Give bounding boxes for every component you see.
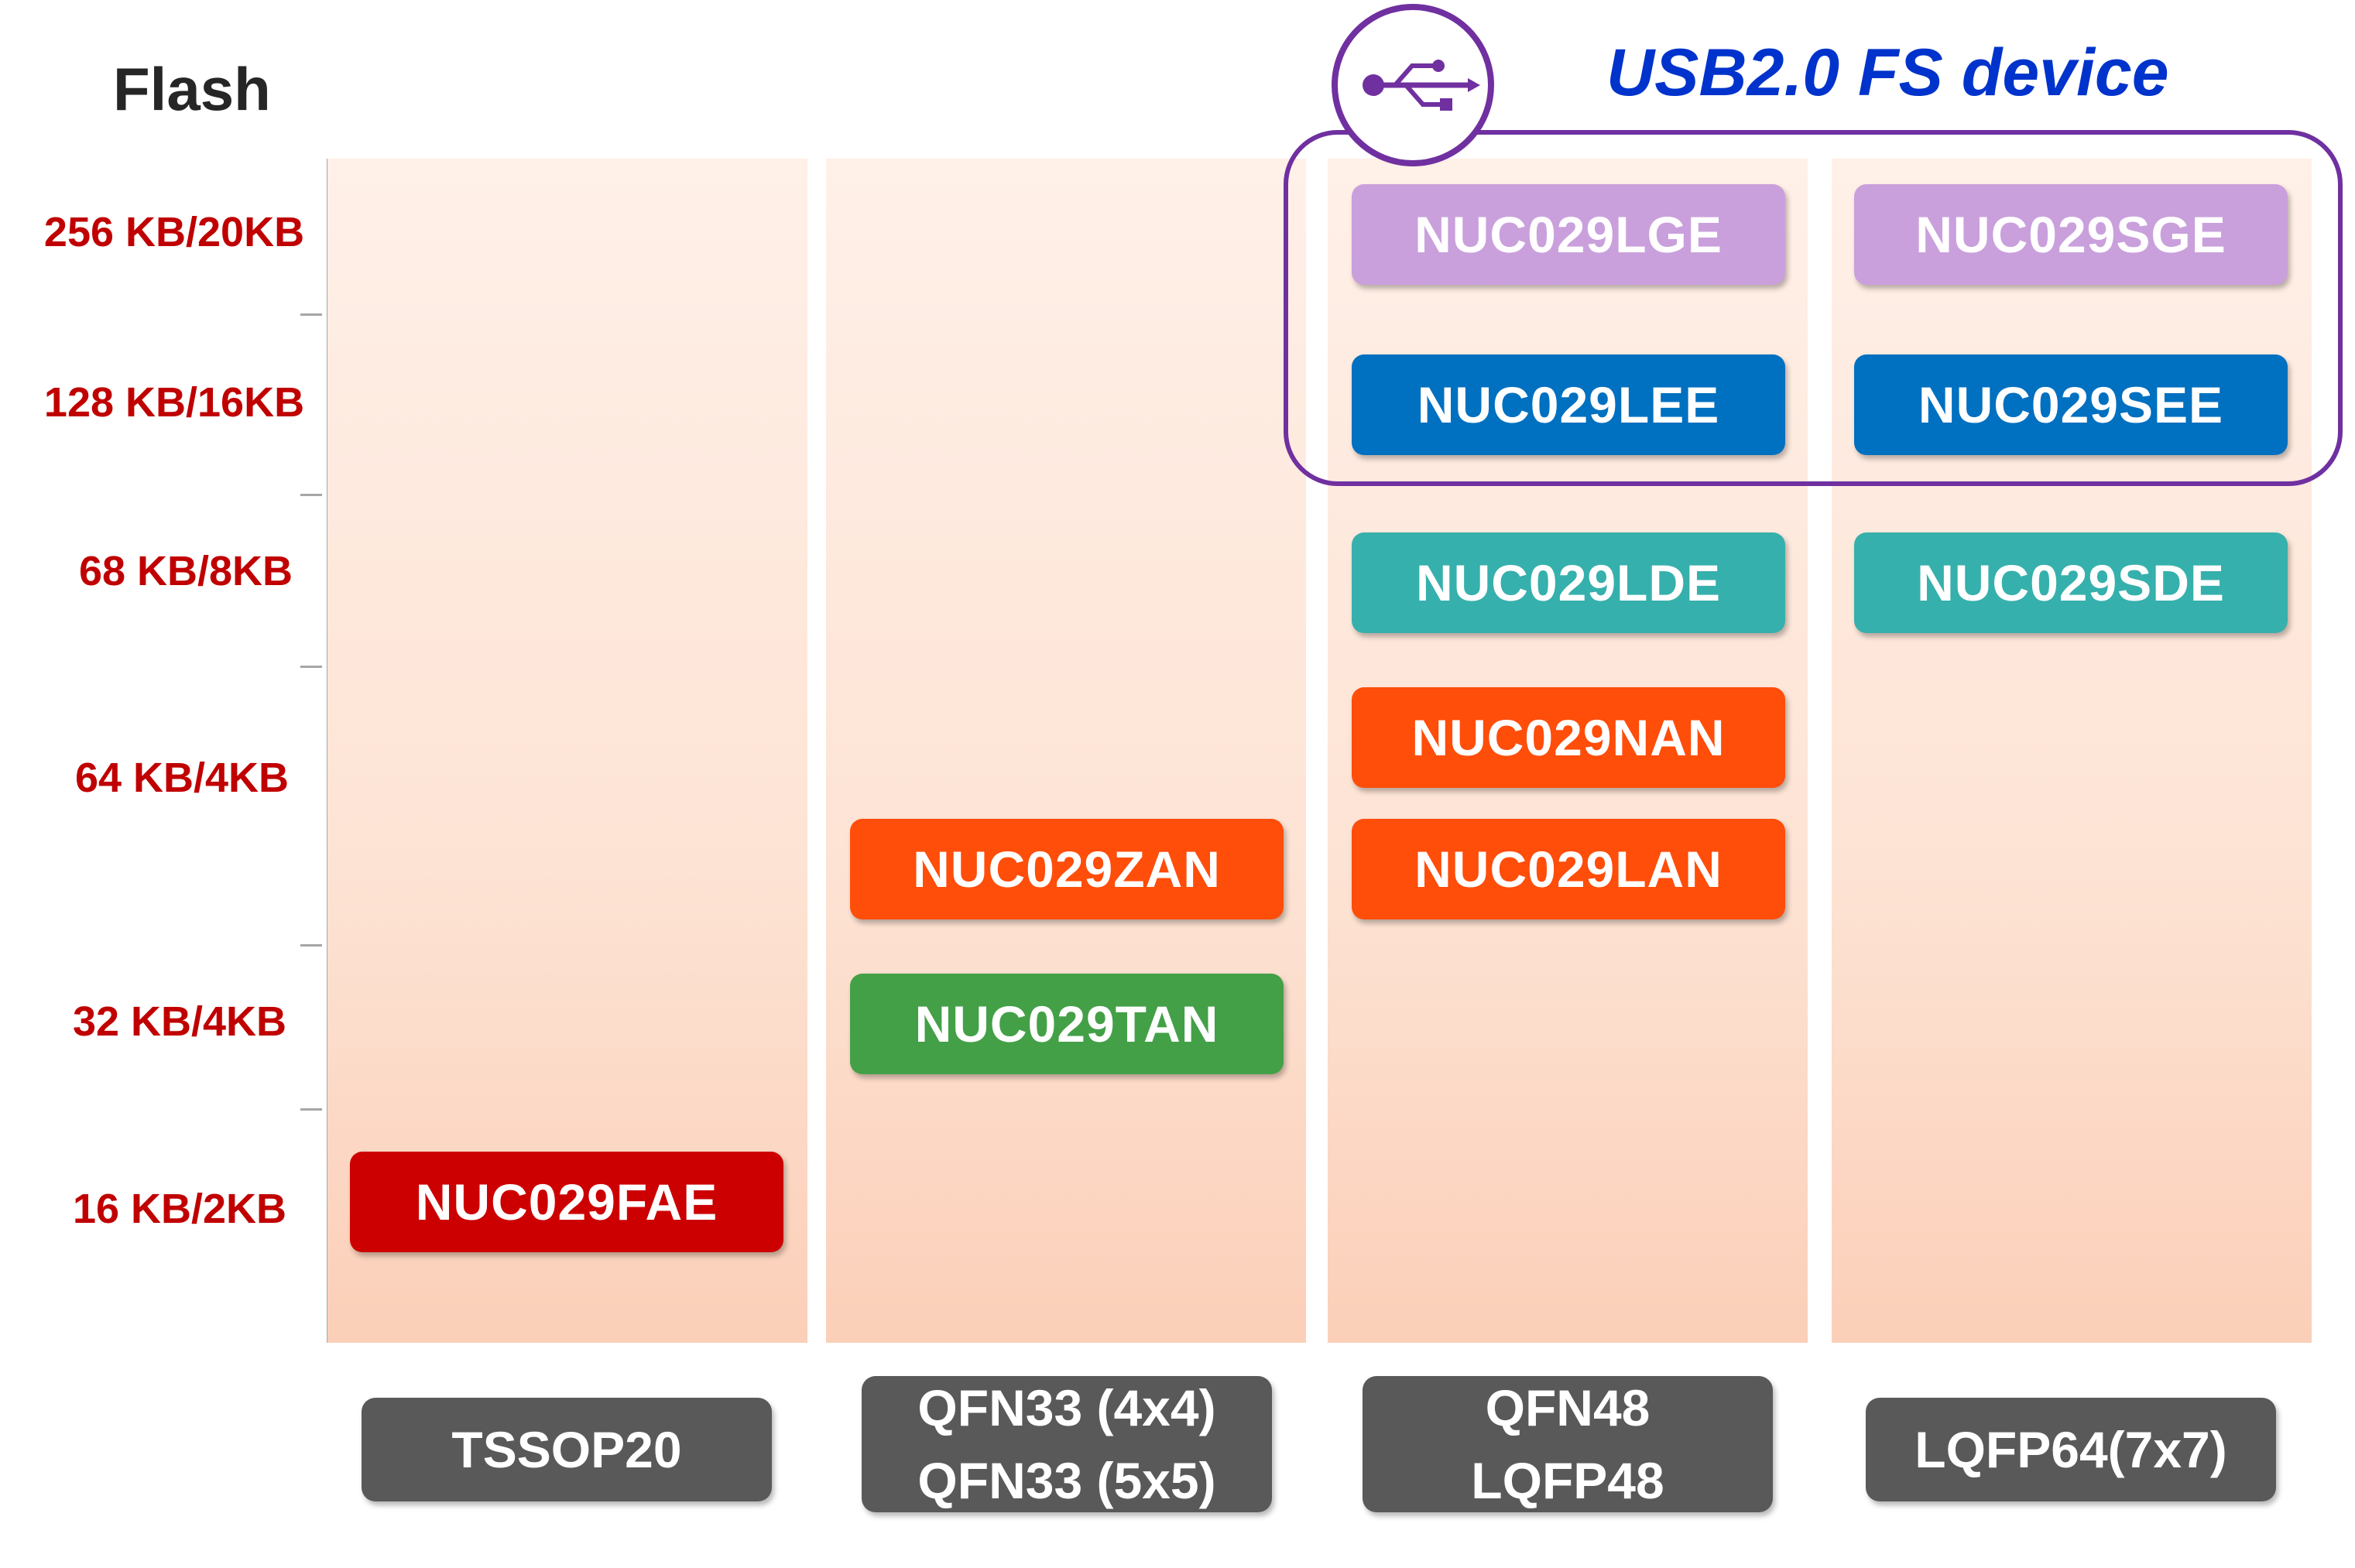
chip-nuc029see: NUC029SEE [1854, 354, 2288, 455]
chip-nuc029nan: NUC029NAN [1352, 687, 1785, 788]
chip-nuc029lde: NUC029LDE [1352, 532, 1785, 633]
package-label-line: LQFP48 [1471, 1452, 1664, 1509]
ylabel-32kb: 32 KB/4KB [72, 998, 287, 1045]
chip-nuc029fae: NUC029FAE [350, 1152, 783, 1252]
usb-device-label: USB2.0 FS device [1606, 36, 2169, 110]
ylabel-68kb: 68 KB/8KB [78, 548, 293, 594]
ylabel-16kb: 16 KB/2KB [72, 1186, 287, 1232]
package-label-tssop20: TSSOP20 [362, 1398, 772, 1501]
y-axis-tick [300, 494, 322, 496]
chip-nuc029lan: NUC029LAN [1352, 819, 1785, 919]
chip-nuc029zan: NUC029ZAN [850, 819, 1284, 919]
package-label-line: QFN48 [1485, 1379, 1651, 1436]
y-axis-tick [300, 944, 322, 947]
package-label-line: QFN33 (5x5) [917, 1452, 1216, 1509]
y-axis-tick [300, 313, 322, 316]
ylabel-64kb: 64 KB/4KB [74, 755, 290, 801]
column-qfn33 [826, 159, 1306, 1343]
chip-nuc029lee: NUC029LEE [1352, 354, 1785, 455]
chip-nuc029lge: NUC029LGE [1352, 184, 1785, 285]
flash-axis-title: Flash [113, 55, 271, 123]
y-axis-tick [300, 666, 322, 668]
ylabel-128kb: 128 KB/16KB [43, 379, 305, 426]
usb-icon [1332, 4, 1494, 166]
chip-nuc029sge: NUC029SGE [1854, 184, 2288, 285]
ylabel-256kb: 256 KB/20KB [43, 209, 305, 255]
package-label-lqfp64: LQFP64(7x7) [1866, 1398, 2276, 1501]
package-label-qfn48-lqfp48: QFN48 LQFP48 [1363, 1376, 1773, 1512]
chip-nuc029sde: NUC029SDE [1854, 532, 2288, 633]
usb-symbol-icon [1363, 60, 1480, 111]
package-label-line: QFN33 (4x4) [917, 1379, 1216, 1436]
package-label-line: LQFP64(7x7) [1915, 1421, 2227, 1478]
y-axis-tick [300, 1108, 322, 1111]
package-label-qfn33: QFN33 (4x4) QFN33 (5x5) [862, 1376, 1272, 1512]
column-tssop20 [327, 159, 807, 1343]
package-label-line: TSSOP20 [451, 1421, 682, 1478]
chip-nuc029tan: NUC029TAN [850, 974, 1284, 1074]
usb-device-group-frame [1284, 130, 2343, 486]
